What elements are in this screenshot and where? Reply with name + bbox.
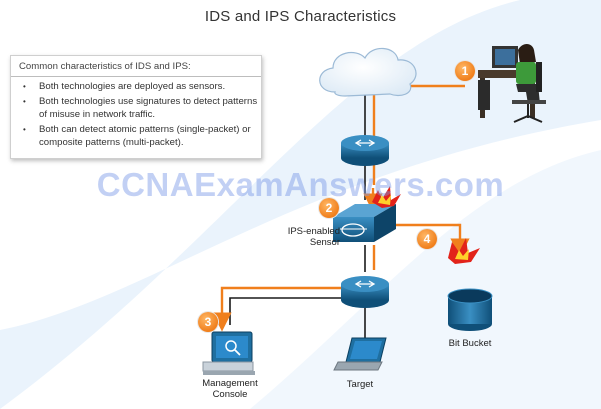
router-bottom [341, 276, 389, 308]
attacker-workstation-icon [478, 44, 546, 123]
step-badge-2: 2 [319, 198, 339, 218]
alarm-burst-drop [448, 238, 480, 264]
characteristics-heading: Common characteristics of IDS and IPS: [11, 56, 261, 77]
sensor-label: IPS-enabled Sensor [287, 226, 340, 248]
background-swoosh-2 [250, 150, 601, 409]
target-laptop-icon [333, 337, 387, 371]
target-label: Target [346, 379, 374, 390]
step-badge-3: 3 [198, 312, 218, 332]
internet-cloud [319, 47, 417, 97]
characteristics-list: Both technologies are deployed as sensor… [11, 80, 261, 149]
list-item: Both technologies are deployed as sensor… [23, 80, 261, 93]
console-label: Management Console [202, 378, 258, 400]
page-title: IDS and IPS Characteristics [204, 8, 397, 25]
watermark: CCNAExamAnswers.com [96, 166, 505, 203]
ips-sensor [333, 204, 396, 242]
step-badge-1: 1 [455, 61, 475, 81]
bit-bucket-label: Bit Bucket [448, 338, 492, 349]
router-top [341, 135, 389, 166]
characteristics-box: Common characteristics of IDS and IPS: B… [10, 55, 262, 159]
bit-bucket-icon [447, 288, 493, 331]
list-item: Both can detect atomic patterns (single-… [23, 123, 261, 149]
alarm-burst-sensor [372, 186, 401, 208]
step-badge-4: 4 [417, 229, 437, 249]
list-item: Both technologies use signatures to dete… [23, 95, 261, 121]
management-console-icon [202, 331, 255, 375]
